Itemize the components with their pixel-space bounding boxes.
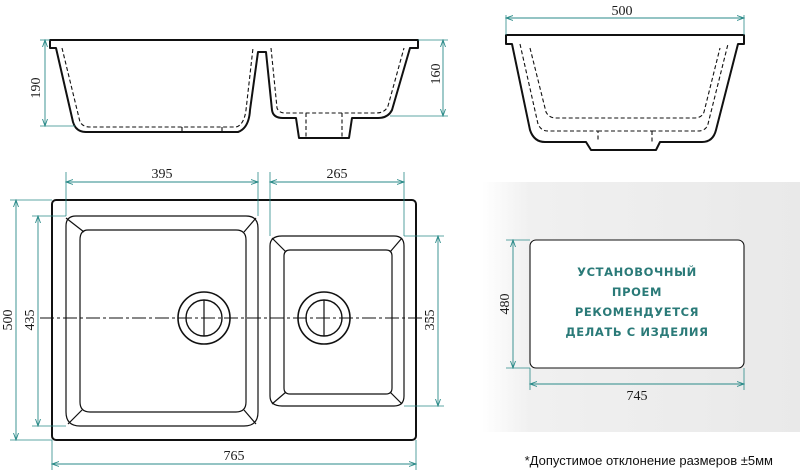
front-view: 190 160	[29, 39, 448, 139]
cutout-view: УСТАНОВОЧНЫЙ ПРОЕМ РЕКОМЕНДУЕТСЯ ДЕЛАТЬ …	[482, 182, 800, 432]
cutout-width-label: 745	[627, 389, 648, 404]
small-bowl-width-label: 265	[327, 167, 348, 182]
cutout-note-line3: РЕКОМЕНДУЕТСЯ	[575, 305, 699, 319]
cutout-note-line1: УСТАНОВОЧНЫЙ	[577, 264, 697, 279]
side-view: 500	[505, 4, 745, 151]
side-width-label: 500	[612, 4, 633, 19]
large-bowl-depth-label: 435	[23, 310, 38, 331]
small-bowl-depth-label: 355	[423, 310, 438, 331]
tolerance-footnote: *Допустимое отклонение размеров ±5мм	[525, 453, 773, 468]
overall-depth-label: 500	[1, 310, 16, 331]
cutout-height-label: 480	[498, 294, 513, 315]
cutout-note-line4: ДЕЛАТЬ С ИЗДЕЛИЯ	[565, 325, 708, 339]
top-view: 395 265 500 435 355 765	[1, 167, 444, 470]
front-height-small-label: 160	[429, 64, 444, 85]
cutout-note-line2: ПРОЕМ	[612, 285, 662, 299]
large-bowl-width-label: 395	[152, 167, 173, 182]
front-height-large-label: 190	[29, 78, 44, 99]
overall-width-label: 765	[224, 449, 245, 464]
cutout-rectangle	[529, 239, 745, 369]
